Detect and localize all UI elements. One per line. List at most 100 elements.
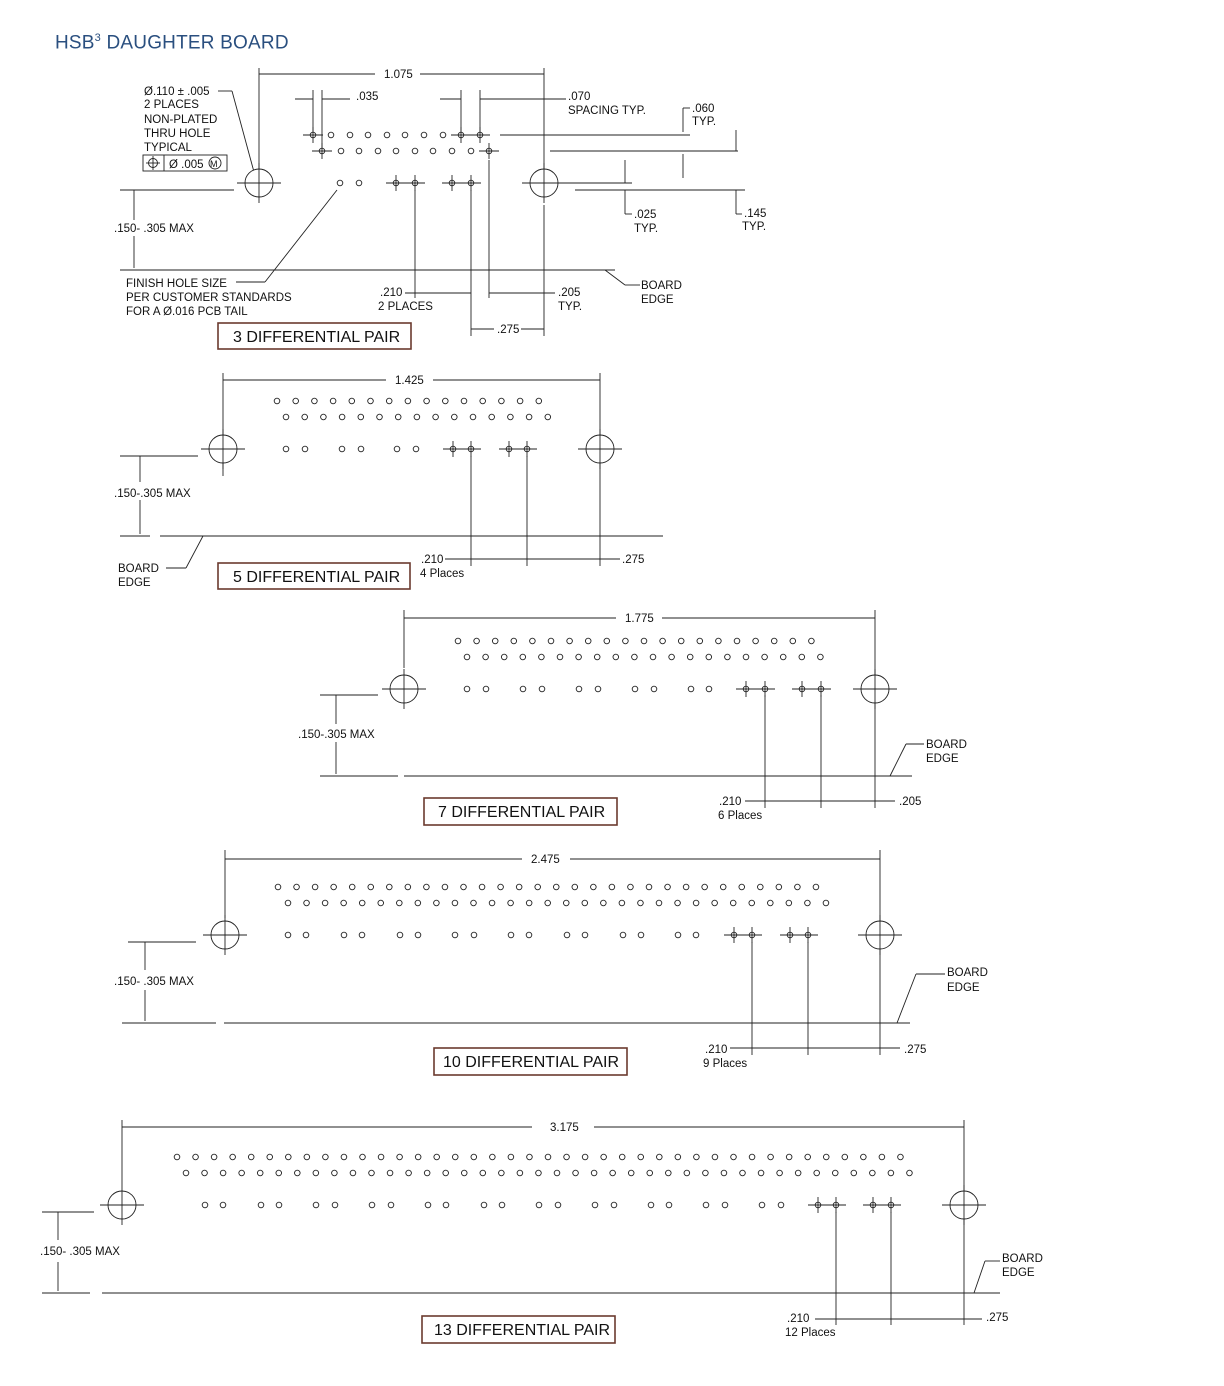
pin-hole [301, 445, 309, 453]
pin-hole [529, 637, 536, 645]
pin-hole [525, 899, 533, 907]
pin-hole [294, 1169, 301, 1177]
pin-hole [404, 883, 412, 891]
pin-hole [650, 685, 658, 693]
pin-hole [470, 931, 478, 939]
pin-hole [631, 653, 638, 661]
pin-hole [664, 883, 671, 891]
pin-hole [340, 1153, 348, 1161]
pin-hole [637, 899, 644, 907]
page-title: HSB3 DAUGHTER BOARD [55, 32, 289, 54]
pin-hole [822, 899, 830, 907]
pin-hole [640, 637, 648, 645]
pin-hole [665, 1169, 672, 1177]
pin-hole [238, 1169, 245, 1177]
pin-hole [738, 883, 746, 891]
pin-hole [600, 899, 607, 907]
pin-hole [404, 397, 412, 405]
height-dimension: .150- .305 MAX [40, 1246, 120, 1258]
pin-hole [519, 653, 527, 661]
pin-hole [478, 883, 486, 891]
width-dimension: 1.075 [384, 69, 413, 81]
svg-text:EDGE: EDGE [926, 753, 959, 765]
pin-hole [463, 685, 471, 693]
section-7-pair: 1.775 .150-.305 MAX .210 6 Places .205 B… [298, 610, 967, 826]
pin-hole [424, 1201, 432, 1209]
pin-hole [405, 1169, 412, 1177]
pin-hole [590, 1169, 598, 1177]
pin-hole [301, 413, 308, 421]
pin-hole [538, 653, 545, 661]
height-dimension: .150-.305 MAX [298, 729, 375, 741]
hole-pattern [382, 637, 897, 709]
pin-hole [507, 931, 515, 939]
svg-text:TYP.: TYP. [742, 221, 766, 233]
pin-hole [775, 883, 783, 891]
pin-hole [692, 899, 700, 907]
pin-hole [665, 1201, 673, 1209]
section-label: 5 DIFFERENTIAL PAIR [233, 569, 400, 586]
pin-hole [336, 179, 344, 187]
pin-hole [396, 899, 403, 907]
section-label-box [217, 322, 412, 350]
pin-hole [897, 1153, 904, 1161]
pin-hole [519, 685, 527, 693]
pin-hole [581, 931, 589, 939]
pitch-dimension: .210 [705, 1044, 727, 1056]
pin-hole [285, 1153, 292, 1161]
pin-hole [687, 685, 695, 693]
pin-hole [320, 413, 327, 421]
pin-hole [451, 413, 458, 421]
pin-hole [817, 653, 824, 661]
pin-hole [610, 1201, 618, 1209]
pin-hole [637, 1153, 645, 1161]
pin-hole [812, 883, 820, 891]
pin-hole [507, 899, 514, 907]
pin-hole [337, 147, 345, 155]
pin-hole [312, 1201, 320, 1209]
pin-hole [730, 1153, 737, 1161]
pin-hole [433, 1153, 440, 1161]
pin-hole [429, 147, 437, 155]
pin-hole [668, 653, 675, 661]
pin-hole [692, 931, 700, 939]
pin-hole [355, 179, 363, 187]
pin-hole [393, 445, 401, 453]
pin-hole [724, 653, 731, 661]
pin-hole [432, 413, 439, 421]
pin-hole [631, 685, 639, 693]
pin-hole [303, 899, 310, 907]
svg-text:2 PLACES: 2 PLACES [144, 99, 199, 111]
pin-hole [340, 899, 347, 907]
section-label: 13 DIFFERENTIAL PAIR [434, 1322, 610, 1339]
pin-hole [627, 1169, 635, 1177]
svg-text:TYP.: TYP. [634, 223, 658, 235]
pin-hole [482, 685, 490, 693]
pin-hole [414, 931, 422, 939]
pin-hole [275, 1169, 283, 1177]
pin-hole [742, 653, 750, 661]
pin-hole [448, 147, 456, 155]
svg-text:FOR A Ø.016 PCB TAIL: FOR A Ø.016 PCB TAIL [126, 306, 248, 318]
section-label: 10 DIFFERENTIAL PAIR [443, 1054, 619, 1071]
svg-text:4 Places: 4 Places [420, 568, 464, 580]
svg-text:PER CUSTOMER STANDARDS: PER CUSTOMER STANDARDS [126, 292, 292, 304]
pin-hole [701, 883, 708, 891]
pin-hole [507, 1153, 515, 1161]
pin-hole [618, 1153, 626, 1161]
pin-hole [789, 637, 797, 645]
pin-hole [575, 653, 582, 661]
pin-hole [711, 899, 718, 907]
pin-hole [273, 397, 281, 405]
pin-hole [396, 931, 404, 939]
pin-hole [553, 1169, 561, 1177]
pin-hole [275, 1201, 283, 1209]
hole-pattern [100, 1153, 986, 1225]
pin-hole [832, 1169, 839, 1177]
pin-hole [303, 1153, 311, 1161]
pin-hole [649, 653, 657, 661]
pin-hole [794, 883, 801, 891]
pin-hole [776, 1169, 783, 1177]
section-5-pair: 1.425 .150-.305 MAX .210 4 Places .275 B… [114, 373, 663, 590]
pin-hole [767, 899, 774, 907]
